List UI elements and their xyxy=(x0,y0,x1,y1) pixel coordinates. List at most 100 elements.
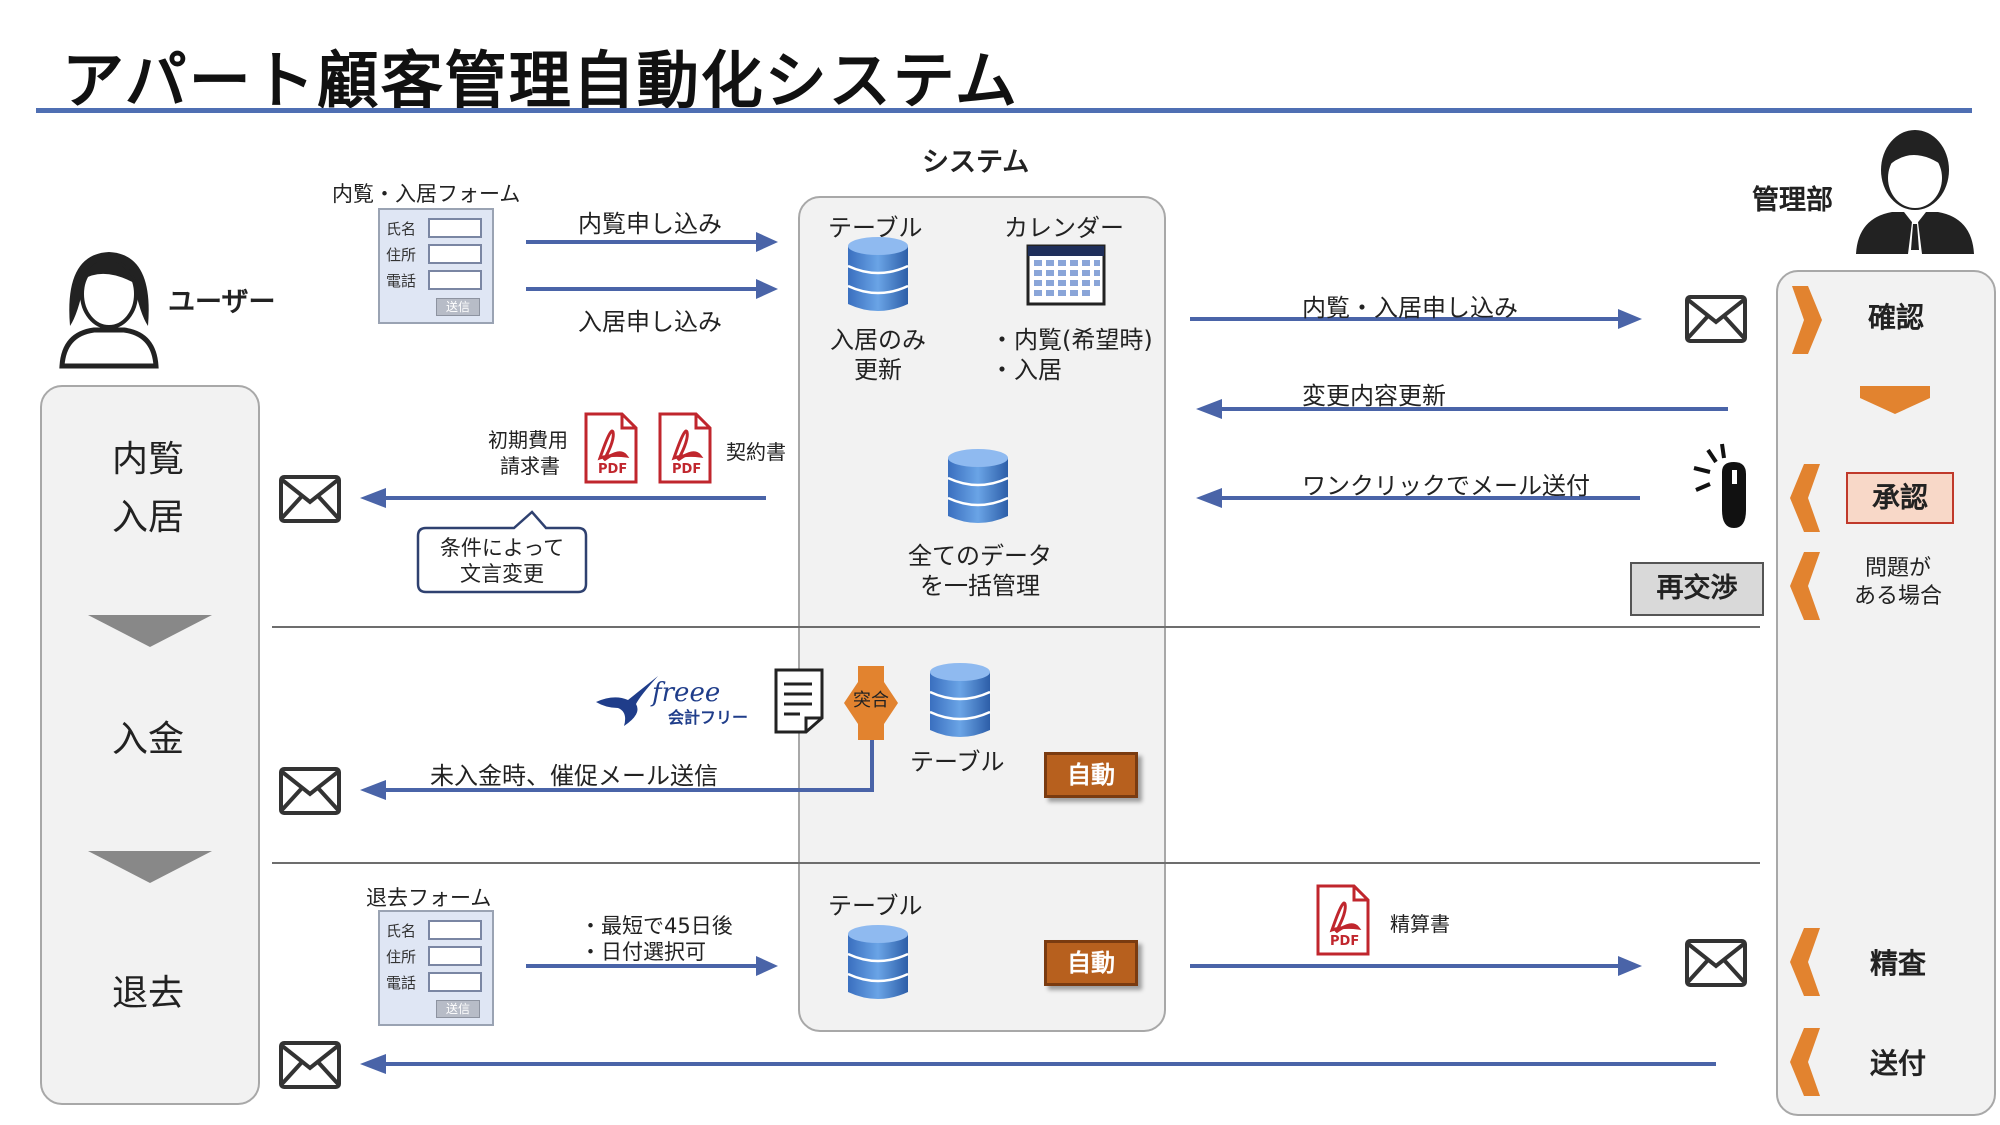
admin-avatar-icon xyxy=(1856,130,1974,254)
orange-arrow-left-icon xyxy=(1790,464,1820,532)
label-unpaid-reminder: 未入金時、催促メール送信 xyxy=(430,762,718,790)
arrow-unpaid-reminder xyxy=(378,738,874,792)
section-divider-1 xyxy=(272,626,1760,628)
user-panel xyxy=(40,385,260,1105)
admin-problem-line-2: ある場合 xyxy=(1853,584,1942,609)
admin-step-send: 送付 xyxy=(1869,1047,1926,1080)
form1-name-label: 氏名 xyxy=(386,220,417,238)
admin-step-approve: 承認 xyxy=(1846,472,1954,524)
pdf-label-3: PDF xyxy=(1330,934,1360,949)
form1-phone-label: 電話 xyxy=(386,272,417,290)
pdf-label-2: PDF xyxy=(672,462,702,477)
system-table1-note-1: 入居のみ xyxy=(830,326,926,354)
document-icon xyxy=(774,668,824,734)
form1-name-input[interactable] xyxy=(428,218,482,238)
label-movein-request: 入居申し込み xyxy=(578,308,722,336)
mail-icon xyxy=(1685,295,1747,343)
database-icon xyxy=(847,237,909,311)
orange-arrow-right-icon xyxy=(1792,286,1822,354)
renegotiate-box[interactable]: 再交渉 xyxy=(1630,562,1764,616)
pdf-icon xyxy=(584,412,638,484)
system-calendar-note-1: ・内覧(希望時) xyxy=(990,326,1153,354)
user-step-viewing: 内覧 xyxy=(111,439,184,480)
system-table1-note-2: 更新 xyxy=(854,356,902,384)
moveout-form[interactable]: 氏名 住所 電話 送信 xyxy=(378,910,494,1026)
page-title: アパート顧客管理自動化システム xyxy=(62,44,1019,117)
system-panel xyxy=(798,196,1166,1032)
user-step-movein: 入居 xyxy=(111,497,184,538)
system-all-data-1: 全てのデータ xyxy=(908,542,1052,570)
orange-arrow-left-icon xyxy=(1790,1028,1820,1096)
form2-title: 退去フォーム xyxy=(366,886,492,910)
freee-wordmark: freee xyxy=(652,678,721,708)
database-icon xyxy=(929,663,991,737)
user-chevron-2 xyxy=(88,851,212,883)
system-label: システム xyxy=(922,147,1030,178)
orange-arrow-down-icon xyxy=(1860,386,1930,414)
form1-title: 内覧・入居フォーム xyxy=(332,182,521,206)
label-moveout-note-1: ・最短で45日後 xyxy=(580,914,733,938)
form2-submit-button[interactable]: 送信 xyxy=(436,1000,480,1018)
system-calendar-label: カレンダー xyxy=(1004,214,1124,242)
pdf-icon xyxy=(658,412,712,484)
label-moveout-note-2: ・日付選択可 xyxy=(580,940,706,964)
user-step-moveout: 退去 xyxy=(111,973,184,1014)
calendar-icon xyxy=(1026,244,1106,306)
database-icon xyxy=(947,449,1009,523)
admin-step-confirm: 確認 xyxy=(1867,301,1924,334)
freee-accounting-label: 会計フリー xyxy=(668,708,749,727)
auto-badge-1: 自動 xyxy=(1044,752,1138,798)
condition-line-1: 条件によって xyxy=(439,536,565,560)
user-avatar-icon xyxy=(59,252,159,369)
auto-badge-2: 自動 xyxy=(1044,940,1138,986)
condition-line-2: 文言変更 xyxy=(460,562,544,586)
pdf-icon xyxy=(1316,884,1370,956)
label-initial-cost-1: 初期費用 xyxy=(488,428,568,452)
label-one-click-mail: ワンクリックでメール送付 xyxy=(1302,472,1590,500)
form1-address-label: 住所 xyxy=(386,246,417,264)
match-label: 突合 xyxy=(853,690,889,711)
form2-phone-label: 電話 xyxy=(386,974,417,992)
orange-arrow-left-icon xyxy=(1790,928,1820,996)
system-calendar-note-2: ・入居 xyxy=(990,356,1062,384)
mail-icon xyxy=(1685,939,1747,987)
admin-problem-line-1: 問題が xyxy=(1864,556,1931,581)
system-all-data-2: を一括管理 xyxy=(920,572,1040,600)
section-divider-2 xyxy=(272,862,1760,864)
admin-label: 管理部 xyxy=(1752,185,1833,216)
form2-name-input[interactable] xyxy=(428,920,482,940)
form1-submit-button[interactable]: 送信 xyxy=(436,298,480,316)
form2-phone-input[interactable] xyxy=(428,972,482,992)
system-table3-label: テーブル xyxy=(828,892,923,920)
label-viewing-request: 内覧申し込み xyxy=(578,210,722,238)
admin-panel xyxy=(1776,270,1996,1116)
label-change-update: 変更内容更新 xyxy=(1302,382,1446,410)
user-label: ユーザー xyxy=(168,287,276,318)
label-initial-cost-2: 請求書 xyxy=(500,454,560,478)
form2-name-label: 氏名 xyxy=(386,922,417,940)
form1-phone-input[interactable] xyxy=(428,270,482,290)
database-icon xyxy=(847,925,909,999)
condition-callout xyxy=(416,510,588,594)
user-step-payment: 入金 xyxy=(111,719,184,760)
freee-bird-logo xyxy=(596,676,658,726)
label-to-admin-request: 内覧・入居申し込み xyxy=(1302,294,1518,322)
form2-address-label: 住所 xyxy=(386,948,417,966)
orange-arrow-left-icon xyxy=(1790,552,1820,620)
title-underline xyxy=(36,108,1972,113)
admin-step-review: 精査 xyxy=(1869,947,1926,980)
form1-address-input[interactable] xyxy=(428,244,482,264)
viewing-movein-form[interactable]: 氏名 住所 電話 送信 xyxy=(378,208,494,324)
mail-icon xyxy=(279,767,341,815)
match-double-arrow-icon xyxy=(844,666,898,740)
label-contract: 契約書 xyxy=(726,440,786,464)
mail-icon xyxy=(279,475,341,523)
pdf-label-1: PDF xyxy=(598,462,628,477)
form2-address-input[interactable] xyxy=(428,946,482,966)
mail-icon xyxy=(279,1041,341,1089)
mouse-click-icon xyxy=(1693,443,1746,528)
user-chevron-1 xyxy=(88,615,212,647)
system-table2-label: テーブル xyxy=(910,748,1005,776)
label-settlement: 精算書 xyxy=(1390,912,1450,936)
